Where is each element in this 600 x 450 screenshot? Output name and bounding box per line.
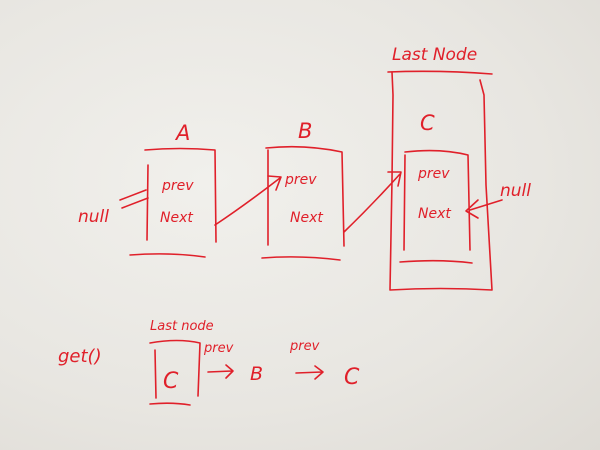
node-c-underline <box>399 259 473 264</box>
last-node-caption: Last Node <box>392 45 477 65</box>
traversal-caption: Last node <box>150 319 214 334</box>
traversal-step1-label: prev <box>203 341 234 356</box>
arrow-a-next-to-b-prev <box>214 175 282 226</box>
traversal-step1-arrow <box>207 364 234 379</box>
traversal-step2-arrow <box>295 365 324 380</box>
traversal-step1-target: B <box>250 363 263 385</box>
node-c-label: C <box>420 111 435 135</box>
traversal-start-node: C <box>163 369 179 394</box>
traversal-step2-target: C <box>344 365 360 390</box>
last-node-frame <box>389 71 493 291</box>
node-a-prev: prev <box>161 178 194 194</box>
node-b-prev: prev <box>284 172 317 188</box>
node-c-prev: prev <box>417 166 450 182</box>
arrow-b-next-to-c-prev <box>343 171 402 233</box>
traversal-step2-label: prev <box>289 339 320 354</box>
node-a-underline <box>129 253 206 258</box>
node-b-underline <box>261 256 341 261</box>
node-a-box <box>144 147 217 243</box>
node-c-next: Next <box>418 206 451 222</box>
null-right-arrow <box>465 199 503 219</box>
last-node-underline <box>387 70 493 75</box>
null-right-text: null <box>500 181 531 201</box>
node-a-label: A <box>174 121 190 145</box>
get-call: get() <box>58 346 102 367</box>
null-left-equals <box>119 189 149 209</box>
node-c-box <box>403 149 471 251</box>
node-b-label: B <box>298 119 312 143</box>
traversal-start-box <box>149 339 201 406</box>
node-a-next: Next <box>160 210 193 226</box>
node-b-box <box>265 145 345 247</box>
node-b-next: Next <box>290 210 323 226</box>
null-left-text: null <box>78 207 109 227</box>
